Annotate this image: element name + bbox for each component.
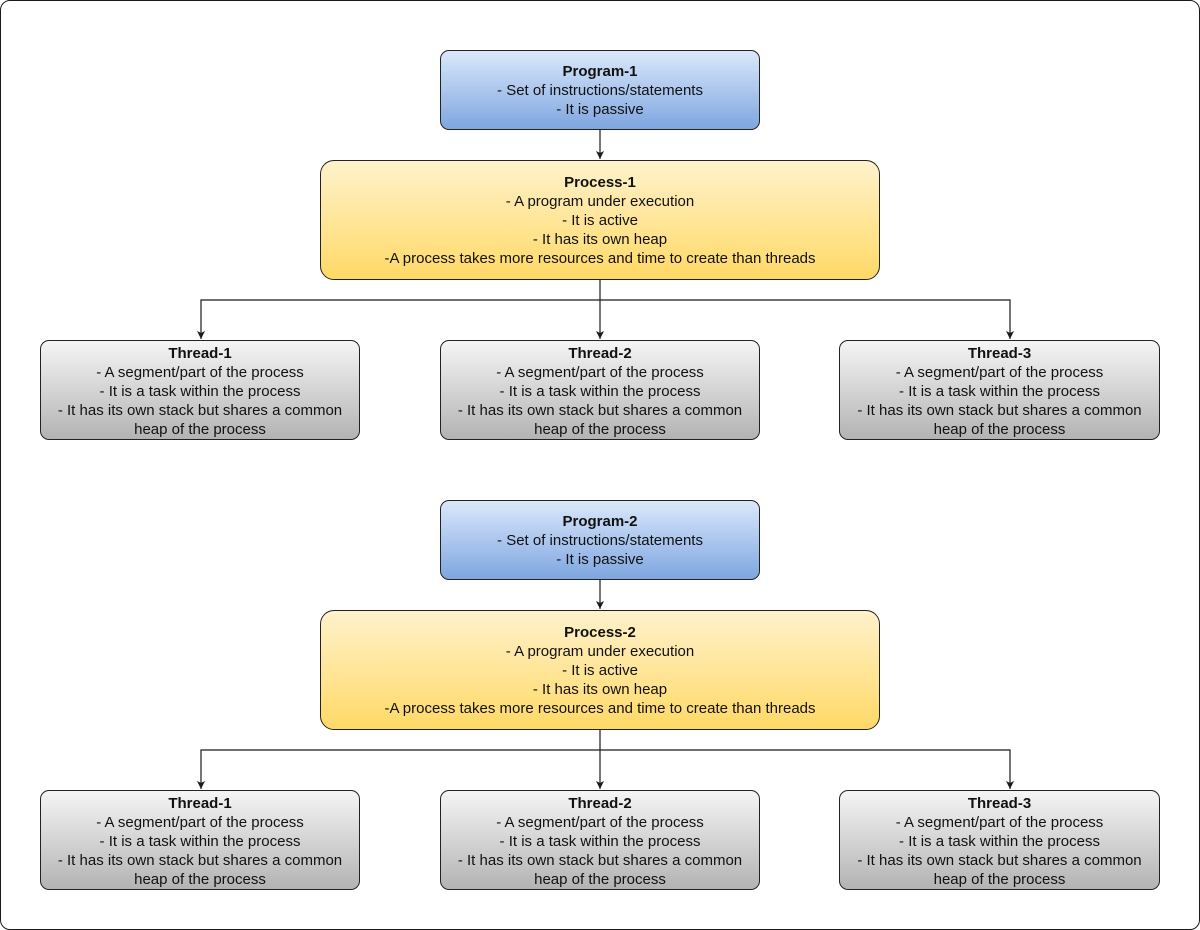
thread-line: heap of the process xyxy=(933,870,1066,888)
thread-line: - It has its own stack but shares a comm… xyxy=(457,851,743,869)
thread-title: Thread-3 xyxy=(967,794,1032,812)
thread-line: - It has its own stack but shares a comm… xyxy=(457,401,743,419)
thread-line: - It has its own stack but shares a comm… xyxy=(57,851,343,869)
arrow-process-1-to-thread-3 xyxy=(600,299,1014,339)
arrow-process-2-to-thread-1 xyxy=(197,749,600,789)
thread-line: - A segment/part of the process xyxy=(895,363,1104,381)
program-line: - Set of instructions/statements xyxy=(497,81,703,99)
thread-title: Thread-1 xyxy=(168,344,232,362)
program-2-box: Program-2 - Set of instructions/statemen… xyxy=(440,500,760,580)
thread-line: - A segment/part of the process xyxy=(96,813,304,831)
process-2-box: Process-2 - A program under execution - … xyxy=(320,610,880,730)
arrow-process-1-to-thread-1 xyxy=(197,299,600,339)
thread-line: heap of the process xyxy=(134,870,266,888)
thread-line: heap of the process xyxy=(933,420,1066,438)
thread-title: Thread-1 xyxy=(168,794,232,812)
thread-line: - It has its own stack but shares a comm… xyxy=(57,401,343,419)
process-2-thread-3-box: Thread-3 - A segment/part of the process… xyxy=(839,790,1160,890)
thread-line: - A segment/part of the process xyxy=(496,813,704,831)
program-line: - It is passive xyxy=(556,100,644,118)
thread-line: - It is a task within the process xyxy=(899,382,1100,400)
thread-line: - A segment/part of the process xyxy=(895,813,1104,831)
thread-line: heap of the process xyxy=(534,420,666,438)
process-line: - A program under execution xyxy=(505,642,695,660)
process-line: - It is active xyxy=(562,211,638,229)
thread-line: - It is a task within the process xyxy=(499,832,701,850)
process-title: Process-1 xyxy=(564,173,636,191)
process-line: - A program under execution xyxy=(505,192,695,210)
process-2-thread-2-box: Thread-2 - A segment/part of the process… xyxy=(440,790,760,890)
program-title: Program-2 xyxy=(562,512,638,530)
process-title: Process-2 xyxy=(564,623,636,641)
thread-line: - It has its own stack but shares a comm… xyxy=(857,851,1142,869)
program-title: Program-1 xyxy=(562,62,638,80)
program-line: - Set of instructions/statements xyxy=(497,531,703,549)
arrow-process-2-to-thread-3 xyxy=(600,749,1014,789)
process-1-thread-2-box: Thread-2 - A segment/part of the process… xyxy=(440,340,760,440)
thread-title: Thread-2 xyxy=(568,794,632,812)
thread-title: Thread-2 xyxy=(568,344,632,362)
thread-title: Thread-3 xyxy=(967,344,1032,362)
thread-line: - It has its own stack but shares a comm… xyxy=(857,401,1142,419)
thread-line: - It is a task within the process xyxy=(99,382,301,400)
process-line: - It has its own heap xyxy=(532,230,668,248)
program-line: - It is passive xyxy=(556,550,644,568)
process-1-thread-1-box: Thread-1 - A segment/part of the process… xyxy=(40,340,360,440)
process-1-box: Process-1 - A program under execution - … xyxy=(320,160,880,280)
process-line: - It is active xyxy=(562,661,638,679)
thread-line: - A segment/part of the process xyxy=(96,363,304,381)
process-2-thread-1-box: Thread-1 - A segment/part of the process… xyxy=(40,790,360,890)
thread-line: heap of the process xyxy=(134,420,266,438)
process-line: -A process takes more resources and time… xyxy=(384,699,816,717)
thread-line: - It is a task within the process xyxy=(99,832,301,850)
thread-line: heap of the process xyxy=(534,870,666,888)
process-1-thread-3-box: Thread-3 - A segment/part of the process… xyxy=(839,340,1160,440)
thread-line: - It is a task within the process xyxy=(499,382,701,400)
program-1-box: Program-1 - Set of instructions/statemen… xyxy=(440,50,760,130)
process-line: -A process takes more resources and time… xyxy=(384,249,816,267)
process-line: - It has its own heap xyxy=(532,680,668,698)
thread-line: - It is a task within the process xyxy=(899,832,1100,850)
thread-line: - A segment/part of the process xyxy=(496,363,704,381)
